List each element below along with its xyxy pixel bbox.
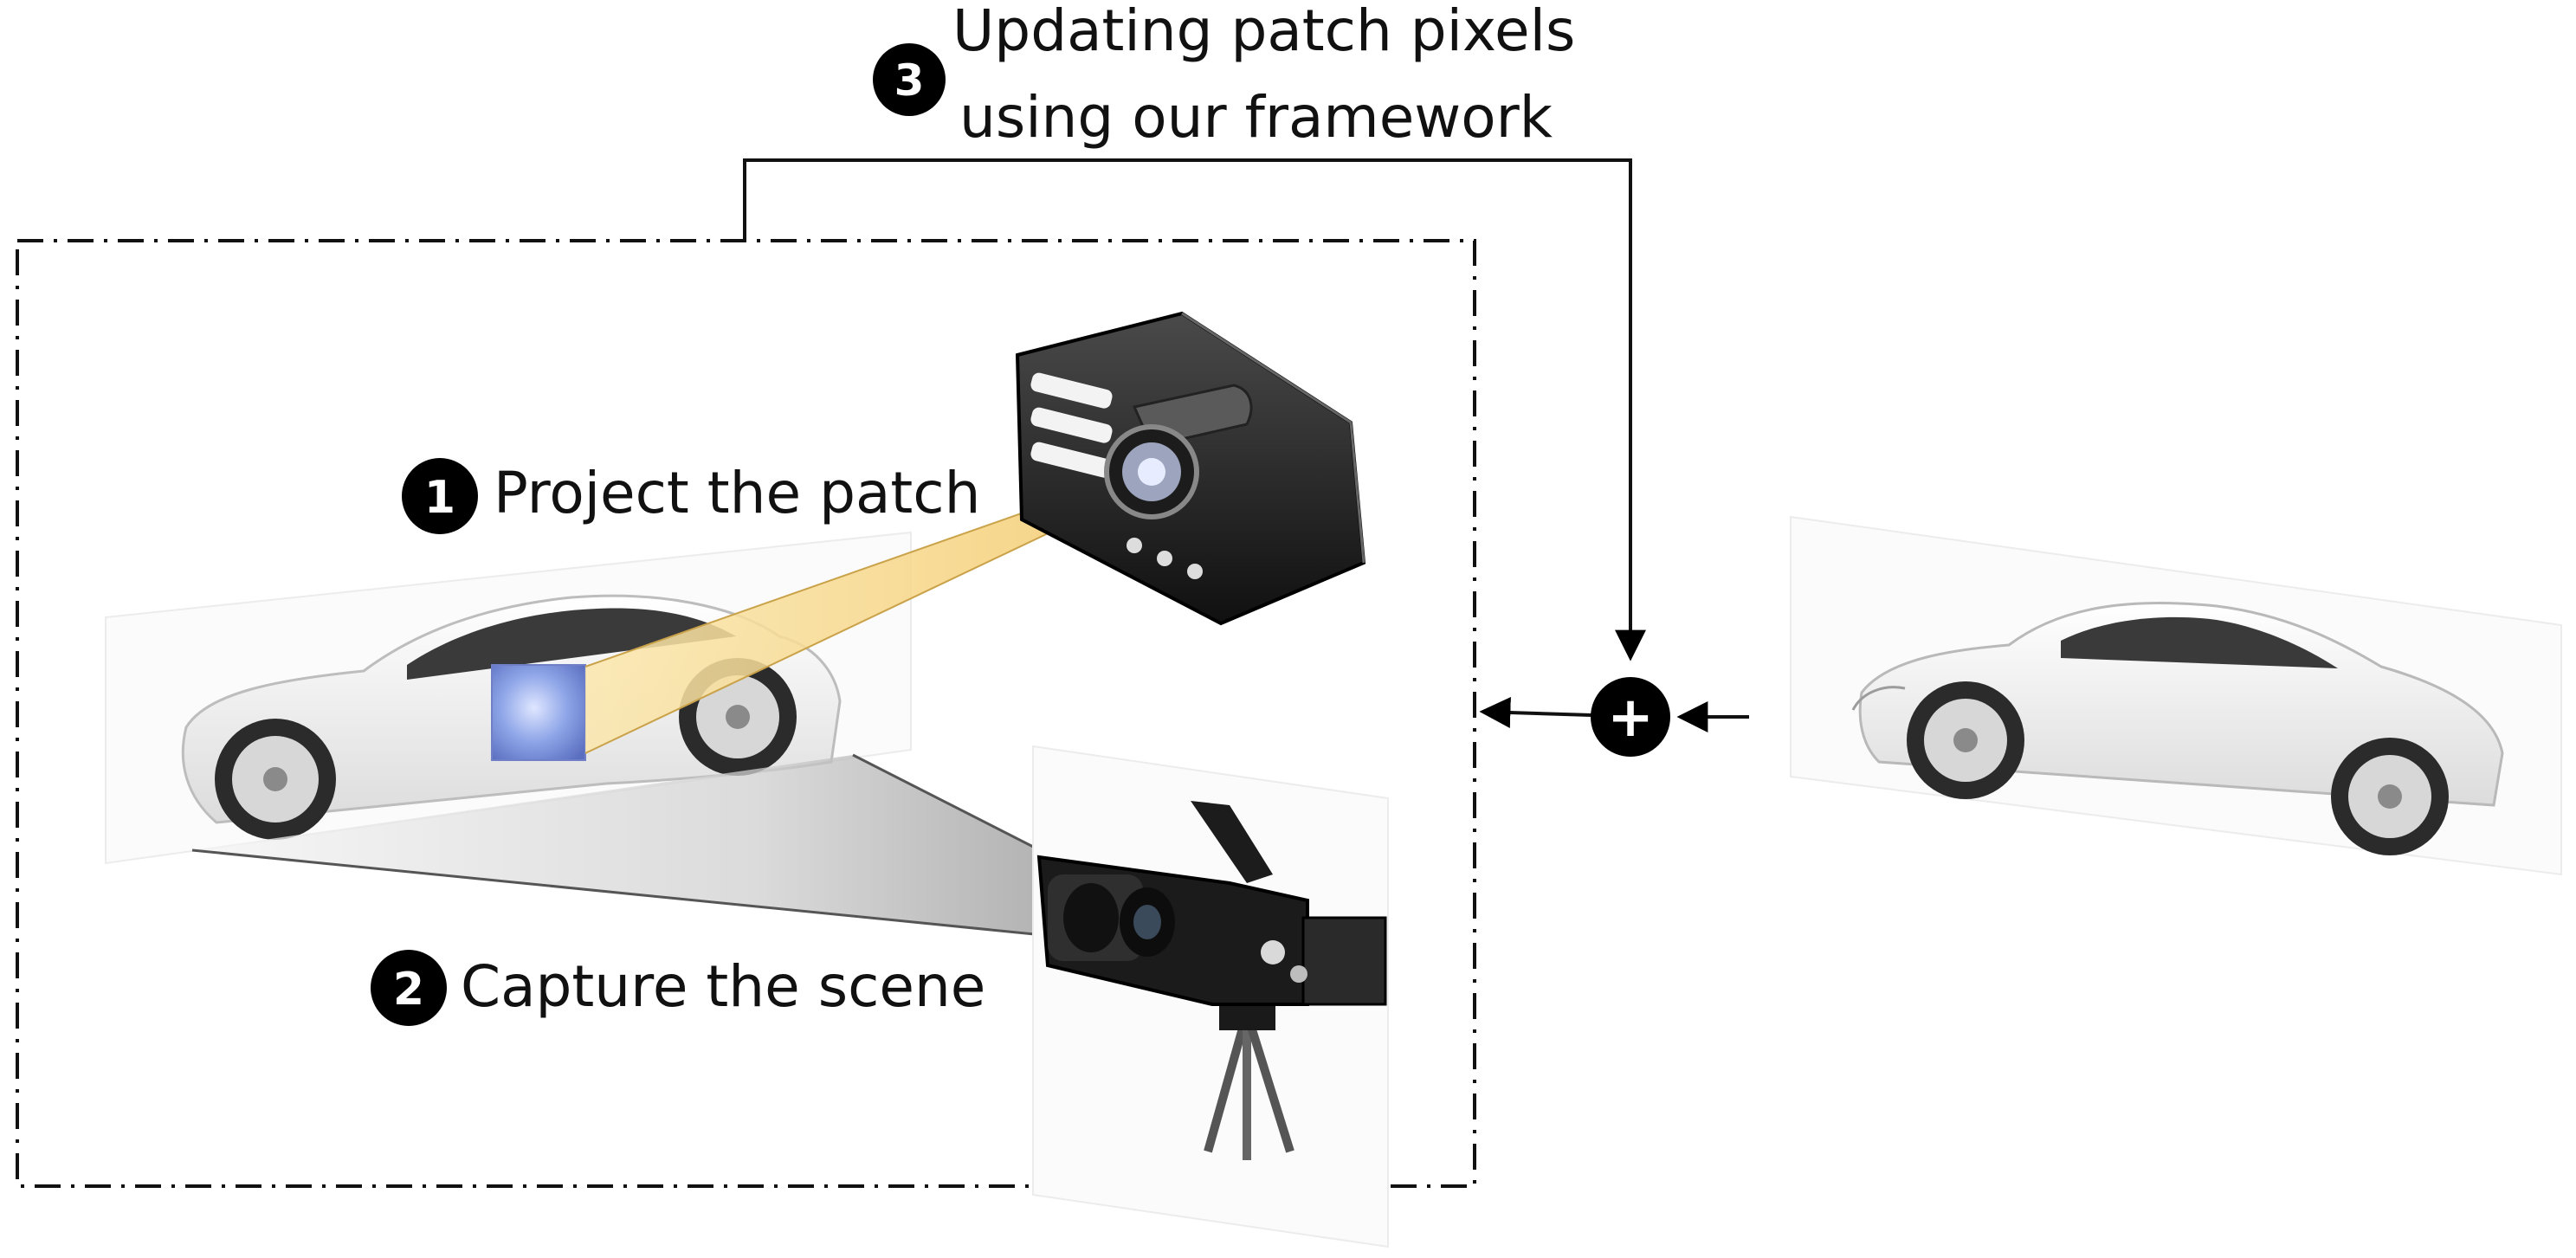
- step-3-label-line1: Updating patch pixels: [952, 0, 1575, 64]
- step-1-label: Project the patch: [494, 460, 980, 526]
- step-3-badge: [873, 43, 946, 116]
- video-camera-icon: [1036, 801, 1387, 1160]
- camera-view-cone: [192, 755, 1130, 944]
- sum-symbol: +: [1607, 686, 1654, 750]
- step-2-label: Capture the scene: [461, 953, 985, 1020]
- step-3-label-line2: using our framework: [959, 84, 1553, 151]
- clean-car-image: [1790, 515, 2562, 876]
- projector-icon: [1015, 311, 1366, 626]
- step-2-badge: [371, 950, 447, 1026]
- step-3-group: 3 Updating patch pixels using our framew…: [873, 0, 1575, 151]
- step-1-badge: [402, 458, 478, 534]
- sum-node-circle: [1591, 677, 1670, 757]
- feedback-connector: [743, 158, 1646, 661]
- step-1-number: 1: [424, 472, 455, 524]
- sum-node: +: [1479, 677, 1749, 757]
- step-2-group: 2 Capture the scene: [371, 950, 985, 1026]
- step-3-number: 3: [894, 55, 925, 106]
- projection-beam: [585, 468, 1165, 753]
- adversarial-patch: [491, 664, 586, 761]
- step-1-group: 1 Project the patch: [402, 458, 980, 534]
- step-2-number: 2: [393, 964, 424, 1016]
